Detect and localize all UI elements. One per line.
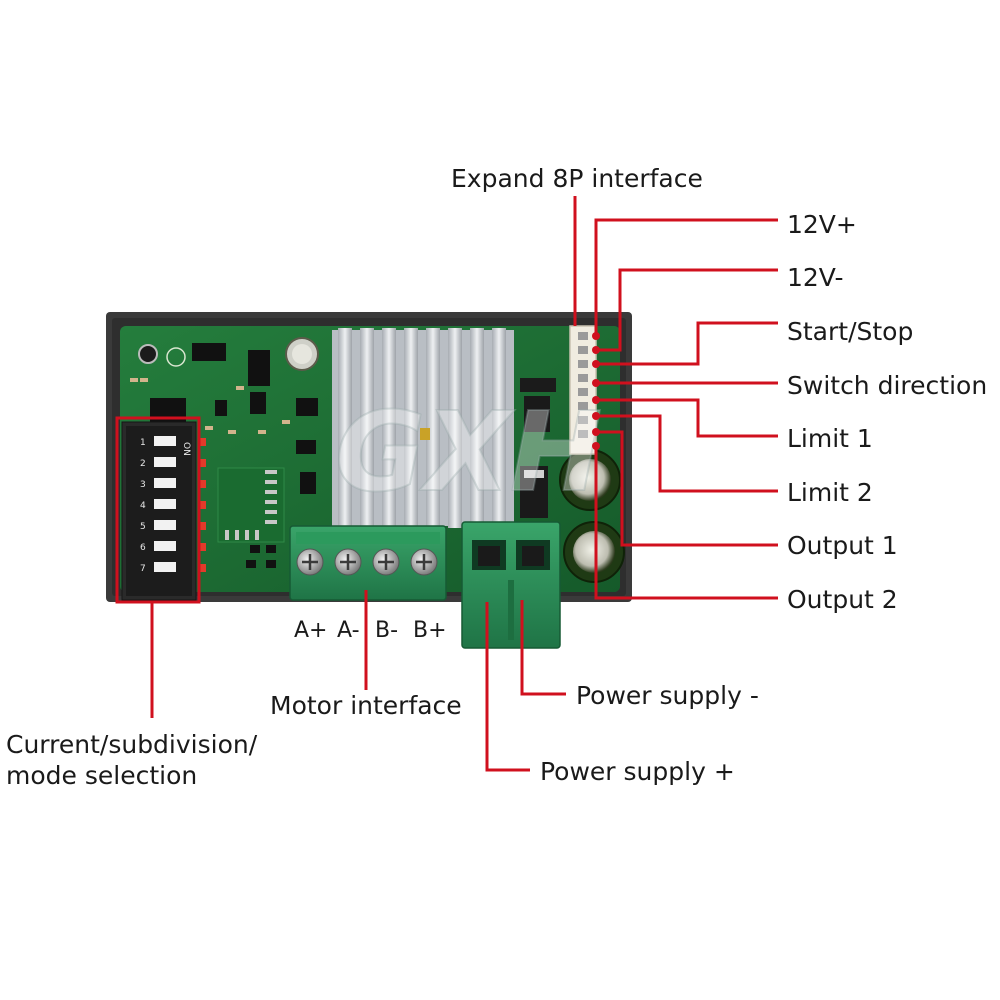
label-dip-line-1: Current/subdivision/ [6, 729, 257, 760]
motor-pin-a-plus: A+ [294, 618, 327, 643]
dip-num-6: 6 [140, 543, 146, 553]
label-power-minus: Power supply - [576, 680, 759, 711]
label-12v-plus: 12V+ [787, 209, 857, 240]
label-switch-direction: Switch direction [787, 370, 987, 401]
label-power-plus: Power supply + [540, 756, 735, 787]
watermark-text: GXH [335, 388, 602, 516]
label-limit-1: Limit 1 [787, 423, 873, 454]
dip-num-1: 1 [140, 438, 146, 448]
dip-num-3: 3 [140, 480, 146, 490]
motor-pin-b-plus: B+ [413, 618, 447, 643]
label-start-stop: Start/Stop [787, 316, 913, 347]
leader-output-1 [596, 432, 778, 545]
motor-pin-a-minus: A- [337, 618, 360, 643]
dip-on-label: ON [181, 442, 191, 456]
motor-pin-b-minus: B- [375, 618, 398, 643]
label-motor-interface: Motor interface [270, 690, 462, 721]
dip-num-7: 7 [140, 564, 146, 574]
label-12v-minus: 12V- [787, 262, 843, 293]
dip-num-4: 4 [140, 501, 146, 511]
label-output-2: Output 2 [787, 584, 898, 615]
label-output-1: Output 1 [787, 530, 898, 561]
label-limit-2: Limit 2 [787, 477, 873, 508]
dip-num-2: 2 [140, 459, 146, 469]
label-expand-8p: Expand 8P interface [451, 163, 703, 194]
dip-num-5: 5 [140, 522, 146, 532]
label-dip-line-2: mode selection [6, 760, 197, 791]
